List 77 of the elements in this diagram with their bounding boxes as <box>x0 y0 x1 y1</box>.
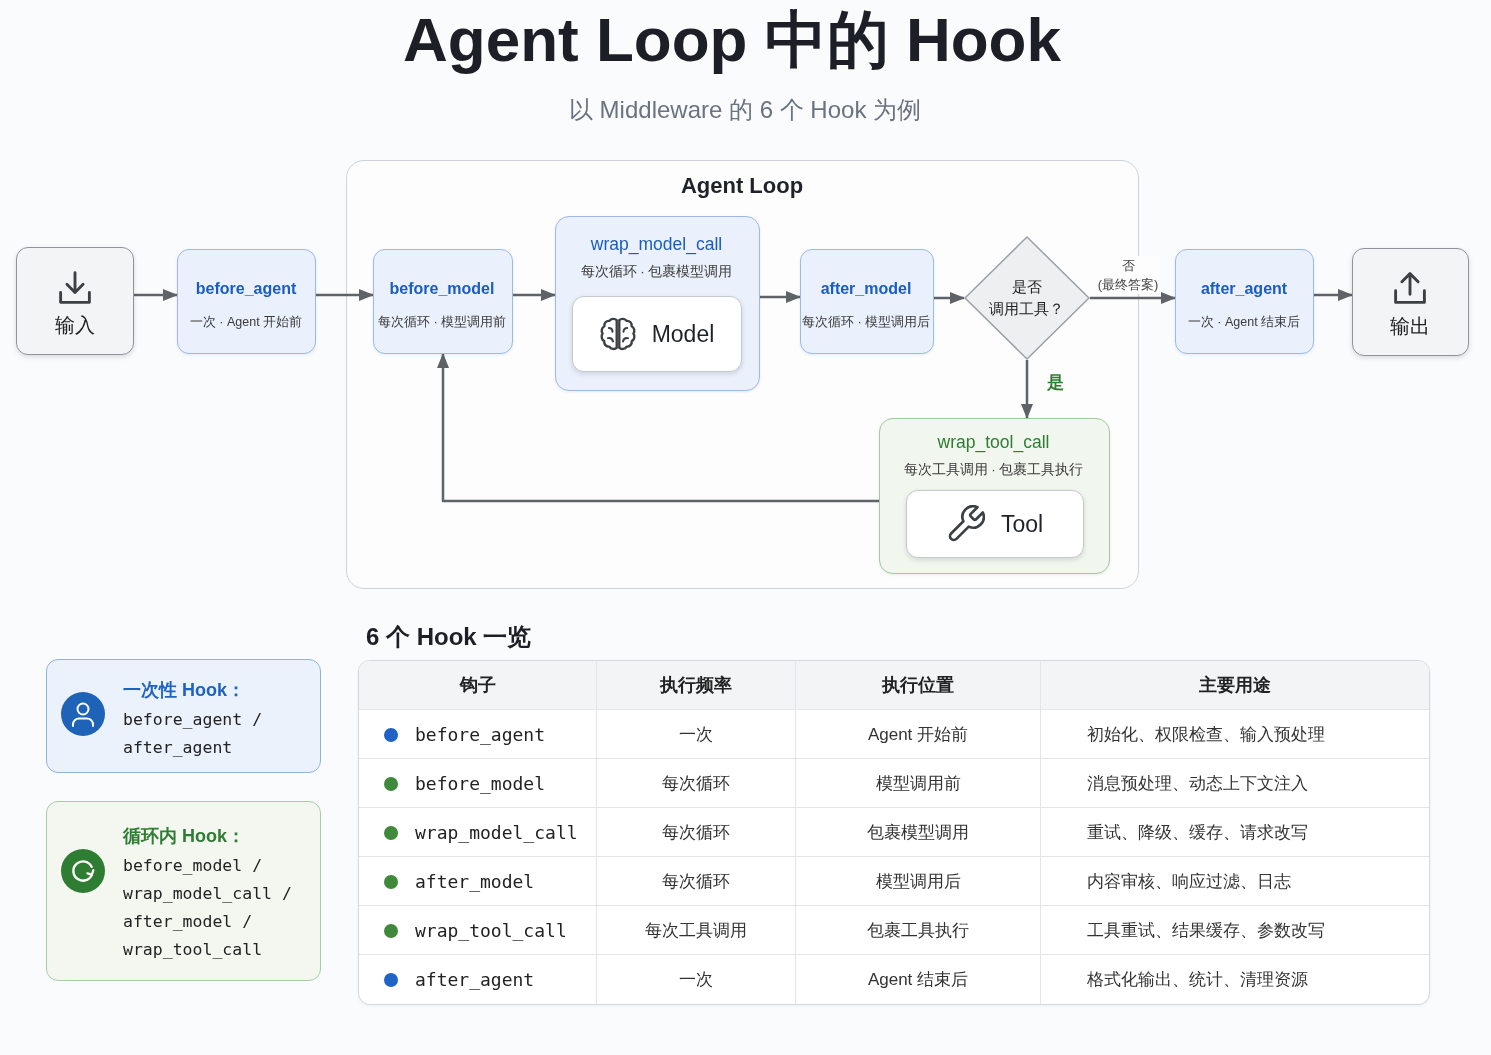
table-cell: 包裹模型调用 <box>796 808 1041 857</box>
table-cell: 初始化、权限检查、输入预处理 <box>1041 710 1429 759</box>
header-cell: 执行位置 <box>796 661 1041 710</box>
hook-box <box>799 248 934 354</box>
table-cell: 每次工具调用 <box>597 906 796 955</box>
code-text: after_model <box>415 869 535 894</box>
component-box <box>572 296 742 372</box>
code-text: after_agent <box>415 967 535 992</box>
arrow <box>934 292 965 304</box>
table-cell: 模型调用前 <box>796 759 1041 808</box>
hook-list: before_agent / after_agent <box>123 706 308 762</box>
io-label: 输入 <box>54 313 95 338</box>
io-box <box>1352 248 1469 356</box>
code-text: wrap_model_call <box>415 820 578 845</box>
component-label: Model <box>651 320 715 349</box>
component-box <box>906 490 1084 558</box>
table-cell: Agent 开始前 <box>796 710 1041 759</box>
hook-title: wrap_model_call <box>590 232 723 256</box>
arrow <box>1021 360 1033 419</box>
hook-box <box>372 248 513 354</box>
code-text: before_model <box>415 771 546 796</box>
table-cell: 重试、降级、缓存、请求改写 <box>1041 808 1429 857</box>
hook-subtitle: 一次 · Agent 开始前 <box>189 314 303 331</box>
io-box <box>16 247 134 355</box>
group-title: Agent Loop <box>680 172 804 200</box>
table-cell-text: 格式化输出、统计、清理资源 <box>1086 969 1309 991</box>
table-cell: 每次循环 <box>597 857 796 906</box>
table-cell: 内容审核、响应过滤、日志 <box>1041 857 1429 906</box>
info-card <box>46 659 321 773</box>
card-title: 一次性 Hook： <box>123 679 245 702</box>
page-title: Agent Loop 中的 Hook <box>403 4 1061 76</box>
hook-box <box>878 417 1110 574</box>
header-cell: 执行频率 <box>597 661 796 710</box>
hook-title: wrap_tool_call <box>937 430 1050 454</box>
table-cell: Agent 结束后 <box>796 955 1041 1004</box>
hook-title: after_model <box>820 278 912 299</box>
arrow <box>1314 289 1353 301</box>
table-cell: 消息预处理、动态上下文注入 <box>1041 759 1429 808</box>
component-label: Tool <box>1000 510 1044 539</box>
arrow <box>513 289 556 301</box>
decision-diamond <box>963 235 1090 360</box>
hook-subtitle: 每次循环 · 模型调用后 <box>801 313 931 331</box>
hook-title: before_model <box>389 278 495 299</box>
info-card <box>46 801 321 981</box>
hook-title: before_agent <box>195 279 297 299</box>
table-cell: 包裹工具执行 <box>796 906 1041 955</box>
edge-label: 否 (最终答案) <box>1095 256 1161 294</box>
hook-list: before_model / wrap_model_call / after_model / wrap_tool_call <box>123 852 308 964</box>
code-text: wrap_tool_call <box>415 918 567 943</box>
decision-label: 是否调用工具？ <box>988 276 1065 319</box>
table-cell: 模型调用后 <box>796 857 1041 906</box>
card-title: 循环内 Hook： <box>123 825 245 848</box>
arrow <box>437 353 879 503</box>
table-cell: 工具重试、结果缓存、参数改写 <box>1041 906 1429 955</box>
arrow <box>134 289 178 301</box>
arrow <box>316 289 374 301</box>
hook-subtitle: 每次循环 · 模型调用前 <box>377 313 507 331</box>
table-cell: 一次 <box>597 955 796 1004</box>
edge-label: 是 <box>1044 372 1066 394</box>
hook-subtitle: 一次 · Agent 结束后 <box>1187 314 1301 331</box>
table-cell: 每次循环 <box>597 808 796 857</box>
arrow <box>760 291 801 303</box>
hook-box <box>1175 249 1314 354</box>
header-cell: 主要用途 <box>1041 661 1429 710</box>
table-cell: 每次循环 <box>597 759 796 808</box>
subtitle: 以 Middleware 的 6 个 Hook 为例 <box>568 95 922 125</box>
table-cell: 一次 <box>597 710 796 759</box>
table-title: 6 个 Hook 一览 <box>366 622 532 652</box>
hook-title: after_agent <box>1200 279 1288 299</box>
hook-subtitle: 每次循环 · 包裹模型调用 <box>580 262 733 281</box>
hook-box <box>554 215 760 391</box>
hook-box <box>177 249 316 354</box>
code-text: before_agent <box>415 722 546 747</box>
io-label: 输出 <box>1390 314 1430 339</box>
header-cell: 钩子 <box>359 661 597 710</box>
arrow <box>1090 292 1176 304</box>
hook-subtitle: 每次工具调用 · 包裹工具执行 <box>903 460 1084 479</box>
